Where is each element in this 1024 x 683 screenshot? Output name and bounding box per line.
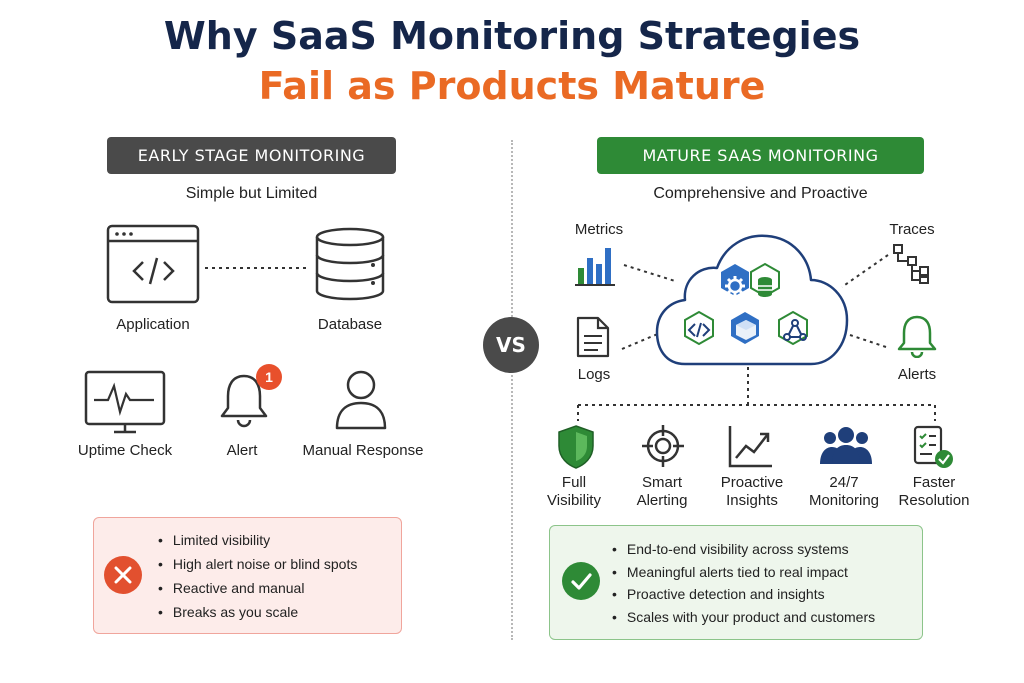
logs-label: Logs — [577, 366, 611, 383]
database-icon — [758, 277, 772, 297]
crosshair-icon — [642, 425, 684, 467]
list-item: High alert noise or blind spots — [158, 552, 357, 576]
document-icon — [576, 316, 610, 358]
capability-smart-alerting: Smart Alerting — [624, 474, 700, 510]
bar-chart-icon — [575, 248, 615, 286]
capability-line: Full — [561, 474, 587, 491]
heartbeat-monitor-icon — [84, 370, 166, 434]
x-icon — [114, 566, 132, 584]
bell-icon — [220, 374, 268, 428]
capability-line: Monitoring — [808, 492, 880, 509]
application-label: Application — [116, 316, 190, 333]
alert-label: Alert — [226, 442, 258, 459]
title-line1: Why SaaS Monitoring Strategies — [163, 14, 861, 58]
list-item: Reactive and manual — [158, 576, 357, 600]
capability-line: Visibility — [547, 492, 601, 509]
manual-response-label: Manual Response — [302, 442, 424, 459]
list-item: Meaningful alerts tied to real impact — [612, 561, 875, 584]
capability-line: Smart — [641, 474, 682, 491]
title-line2: Fail as Products Mature — [258, 64, 766, 108]
capability-line: Proactive — [720, 474, 784, 491]
uptime-check-label: Uptime Check — [77, 442, 173, 459]
database-label: Database — [317, 316, 383, 333]
cube-icon — [736, 320, 756, 340]
user-icon — [335, 370, 387, 430]
metrics-label: Metrics — [574, 221, 624, 238]
capability-line: 24/7 — [829, 474, 859, 491]
early-stage-summary: Limited visibility High alert noise or b… — [93, 517, 402, 634]
capability-line: Insights — [726, 492, 778, 509]
code-window-icon — [106, 224, 200, 304]
list-item: Limited visibility — [158, 528, 357, 552]
early-stage-header: EARLY STAGE MONITORING — [107, 137, 396, 174]
network-icon — [783, 319, 807, 341]
capability-line: Faster — [912, 474, 956, 491]
list-item: Breaks as you scale — [158, 600, 357, 624]
capability-full-visibility: Full Visibility — [536, 474, 612, 510]
connector-dotted — [205, 267, 310, 269]
list-item: Proactive detection and insights — [612, 583, 875, 606]
code-icon — [687, 322, 711, 338]
capability-faster-resolution: Faster Resolution — [894, 474, 974, 510]
x-badge — [104, 556, 142, 594]
trend-line-icon — [728, 426, 772, 468]
center-divider — [511, 140, 513, 640]
cloud-icon — [655, 234, 849, 366]
mature-saas-summary: End-to-end visibility across systems Mea… — [549, 525, 923, 640]
capability-line: Alerting — [636, 492, 688, 509]
mature-saas-bullets: End-to-end visibility across systems Mea… — [612, 538, 875, 628]
team-icon — [820, 427, 872, 464]
connector-lines — [577, 254, 936, 421]
trace-tree-icon — [893, 244, 929, 284]
check-badge — [562, 562, 600, 600]
vs-badge: VS — [483, 317, 539, 373]
alert-count-badge: 1 — [256, 364, 282, 390]
database-icon — [315, 227, 385, 301]
list-item: Scales with your product and customers — [612, 606, 875, 629]
mature-saas-subtitle: Comprehensive and Proactive — [653, 185, 868, 202]
capability-proactive-insights: Proactive Insights — [712, 474, 792, 510]
capability-24-7-monitoring: 24/7 Monitoring — [802, 474, 886, 510]
mature-saas-header: MATURE SAAS MONITORING — [597, 137, 924, 174]
checklist-icon — [913, 425, 953, 468]
gear-icon — [725, 276, 745, 296]
shield-check-icon — [558, 425, 594, 469]
early-stage-bullets: Limited visibility High alert noise or b… — [158, 528, 357, 624]
capability-line: Resolution — [898, 492, 970, 509]
list-item: End-to-end visibility across systems — [612, 538, 875, 561]
bell-icon — [897, 315, 937, 358]
traces-label: Traces — [889, 221, 935, 238]
check-icon — [571, 573, 592, 590]
early-stage-subtitle: Simple but Limited — [185, 185, 318, 202]
alerts-label: Alerts — [897, 366, 937, 383]
